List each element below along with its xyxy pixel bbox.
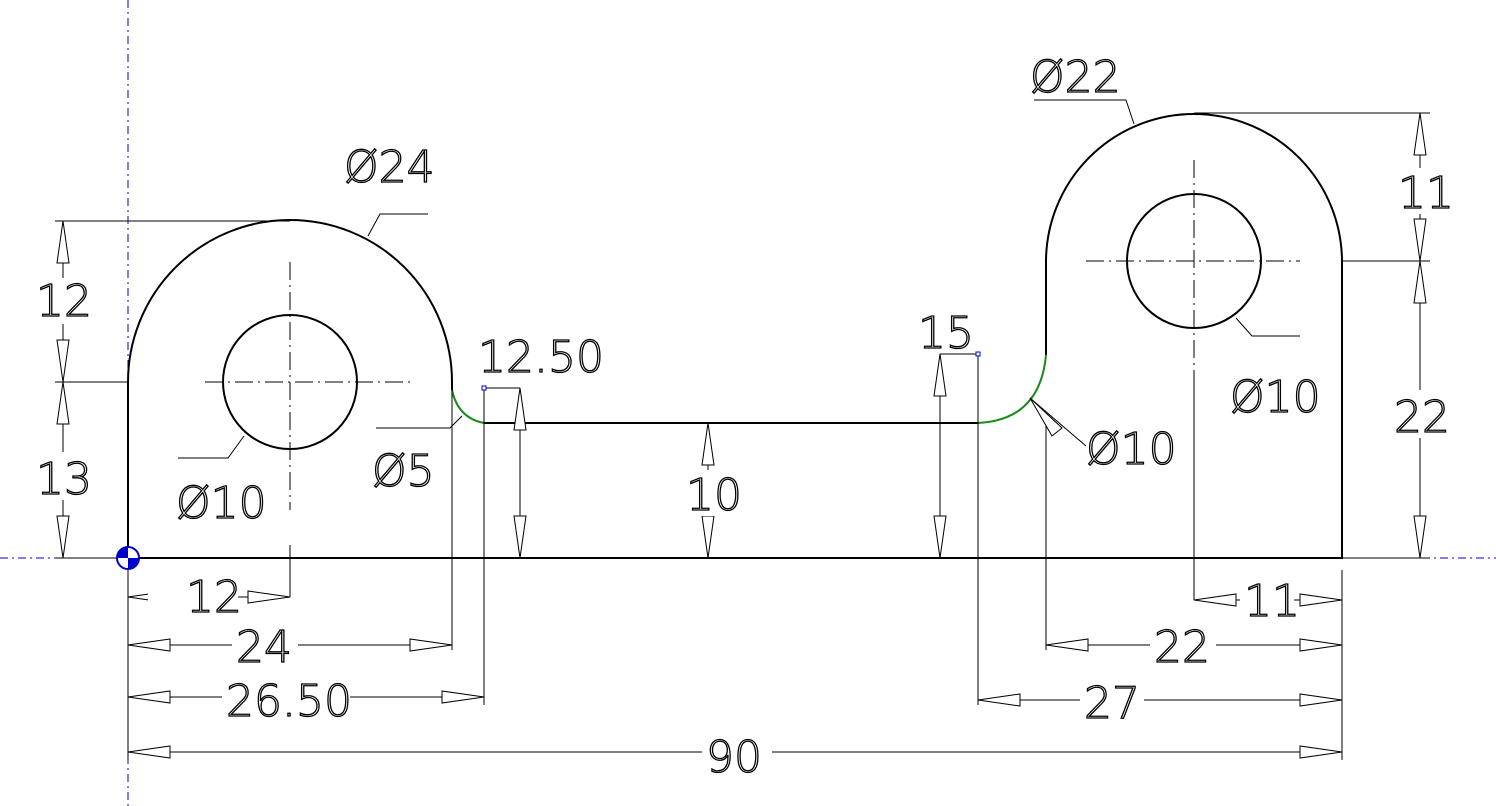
part-outline <box>127 113 1343 559</box>
bottom-22-label: 22 <box>1154 622 1210 673</box>
right-hole-diameter-label: Ø10 <box>1230 372 1321 423</box>
right-height-lower-label: 22 <box>1394 392 1450 443</box>
bottom-27-label: 27 <box>1084 678 1140 729</box>
web-right-height-label: 15 <box>918 308 974 359</box>
bottom-24-label: 24 <box>236 622 292 673</box>
left-hole-diameter-label: Ø10 <box>176 478 267 529</box>
bottom-11-label: 11 <box>1244 576 1300 627</box>
bottom-26-50-label: 26.50 <box>226 676 352 727</box>
web-left-height-label: 12.50 <box>478 332 604 383</box>
web-thickness-label: 10 <box>686 470 742 521</box>
left-height-lower-label: 13 <box>36 454 92 505</box>
left-fillet-diameter-label: Ø5 <box>372 446 435 497</box>
left-arc-diameter-label: Ø24 <box>344 142 435 193</box>
origin-marker[interactable] <box>116 546 140 570</box>
right-fillet-diameter-label: Ø10 <box>1086 424 1177 475</box>
dimension-arrows <box>56 112 1427 759</box>
right-arc-diameter-label: Ø22 <box>1030 52 1121 103</box>
right-height-upper-label: 11 <box>1398 168 1454 219</box>
leader-lines <box>178 99 1300 459</box>
grip-point[interactable] <box>975 351 981 357</box>
left-height-upper-label: 12 <box>36 276 92 327</box>
dimension-texts: Ø24 Ø10 Ø5 12 13 12.50 10 15 Ø10 Ø22 Ø10… <box>30 51 1455 784</box>
right-fillet <box>977 354 1047 424</box>
grip-point[interactable] <box>481 385 487 391</box>
bottom-12-label: 12 <box>186 572 242 623</box>
extension-lines <box>55 112 1430 760</box>
left-fillet <box>451 389 485 424</box>
bottom-90-label: 90 <box>706 732 762 783</box>
